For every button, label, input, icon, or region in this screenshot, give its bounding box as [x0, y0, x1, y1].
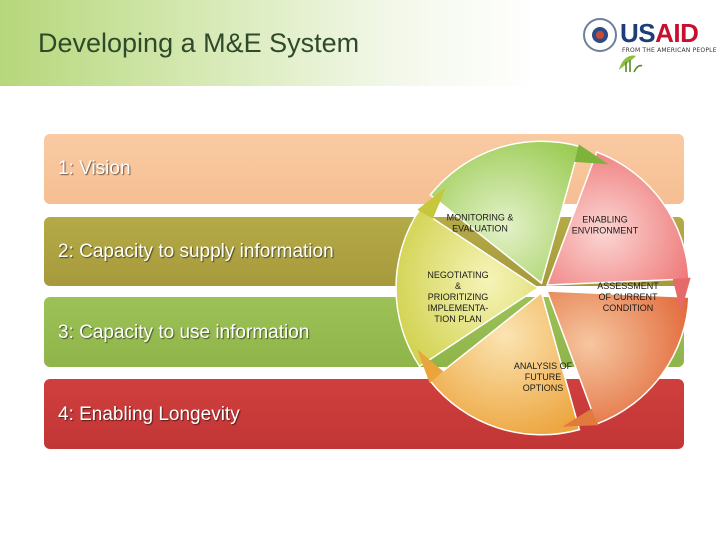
- usaid-tagline: FROM THE AMERICAN PEOPLE: [622, 47, 717, 54]
- segment-enabling-environment-label-line: ENABLING: [582, 215, 628, 225]
- leaf-logo-icon: [619, 55, 643, 73]
- band-label-enabling-longevity: 4: Enabling Longevity: [58, 404, 240, 425]
- segment-analysis-future-options: [429, 291, 581, 436]
- segment-negotiating-prioritizing-label-line: NEGOTIATING: [427, 270, 488, 280]
- segment-monitoring-evaluation-label: MONITORING &EVALUATION: [447, 213, 514, 234]
- segment-assessment-current-condition-label-line: OF CURRENT: [599, 292, 658, 302]
- segment-negotiating-prioritizing-label-line: IMPLEMENTA-: [428, 303, 489, 313]
- cycle-arrow-icon: [417, 349, 444, 384]
- segment-negotiating-prioritizing-label-line: &: [455, 281, 461, 291]
- segment-assessment-current-condition-label-line: ASSESSMENT: [597, 281, 659, 291]
- segment-negotiating-prioritizing: [395, 208, 540, 368]
- page-title: Developing a M&E System: [38, 28, 360, 58]
- segment-analysis-future-options-label-line: ANALYSIS OF: [514, 361, 573, 371]
- cycle-arrow-icon: [562, 408, 599, 427]
- segment-assessment-current-condition-label-line: CONDITION: [603, 303, 654, 313]
- segment-monitoring-evaluation-label-line: MONITORING &: [447, 213, 514, 223]
- segment-monitoring-evaluation: [429, 140, 581, 285]
- band-label-use-information: 3: Capacity to use information: [58, 322, 310, 343]
- usaid-us-text: US: [620, 18, 656, 48]
- segment-monitoring-evaluation-label-line: EVALUATION: [452, 224, 508, 234]
- segment-negotiating-prioritizing-label-line: PRIORITIZING: [428, 292, 489, 302]
- band-enabling-longevity: 4: Enabling Longevity: [44, 379, 684, 449]
- segment-analysis-future-options-label-line: OPTIONS: [523, 383, 564, 393]
- cycle-arrow-icon: [672, 277, 691, 313]
- segment-enabling-environment-label-line: ENVIRONMENT: [572, 226, 639, 236]
- band-label-supply-information: 2: Capacity to supply information: [58, 241, 334, 262]
- cycle-arrow-icon: [417, 187, 446, 220]
- segment-assessment-current-condition: [545, 290, 690, 425]
- segment-analysis-future-options-label-line: FUTURE: [525, 372, 562, 382]
- band-label-vision: 1: Vision: [58, 158, 131, 179]
- segment-enabling-environment: [545, 151, 690, 286]
- usaid-wordmark: USAID: [620, 18, 699, 49]
- segment-negotiating-prioritizing-label-line: TION PLAN: [434, 314, 482, 324]
- cycle-arrow-icon: [574, 144, 609, 165]
- usaid-aid-text: AID: [655, 18, 699, 48]
- usaid-seal-icon: [583, 18, 617, 52]
